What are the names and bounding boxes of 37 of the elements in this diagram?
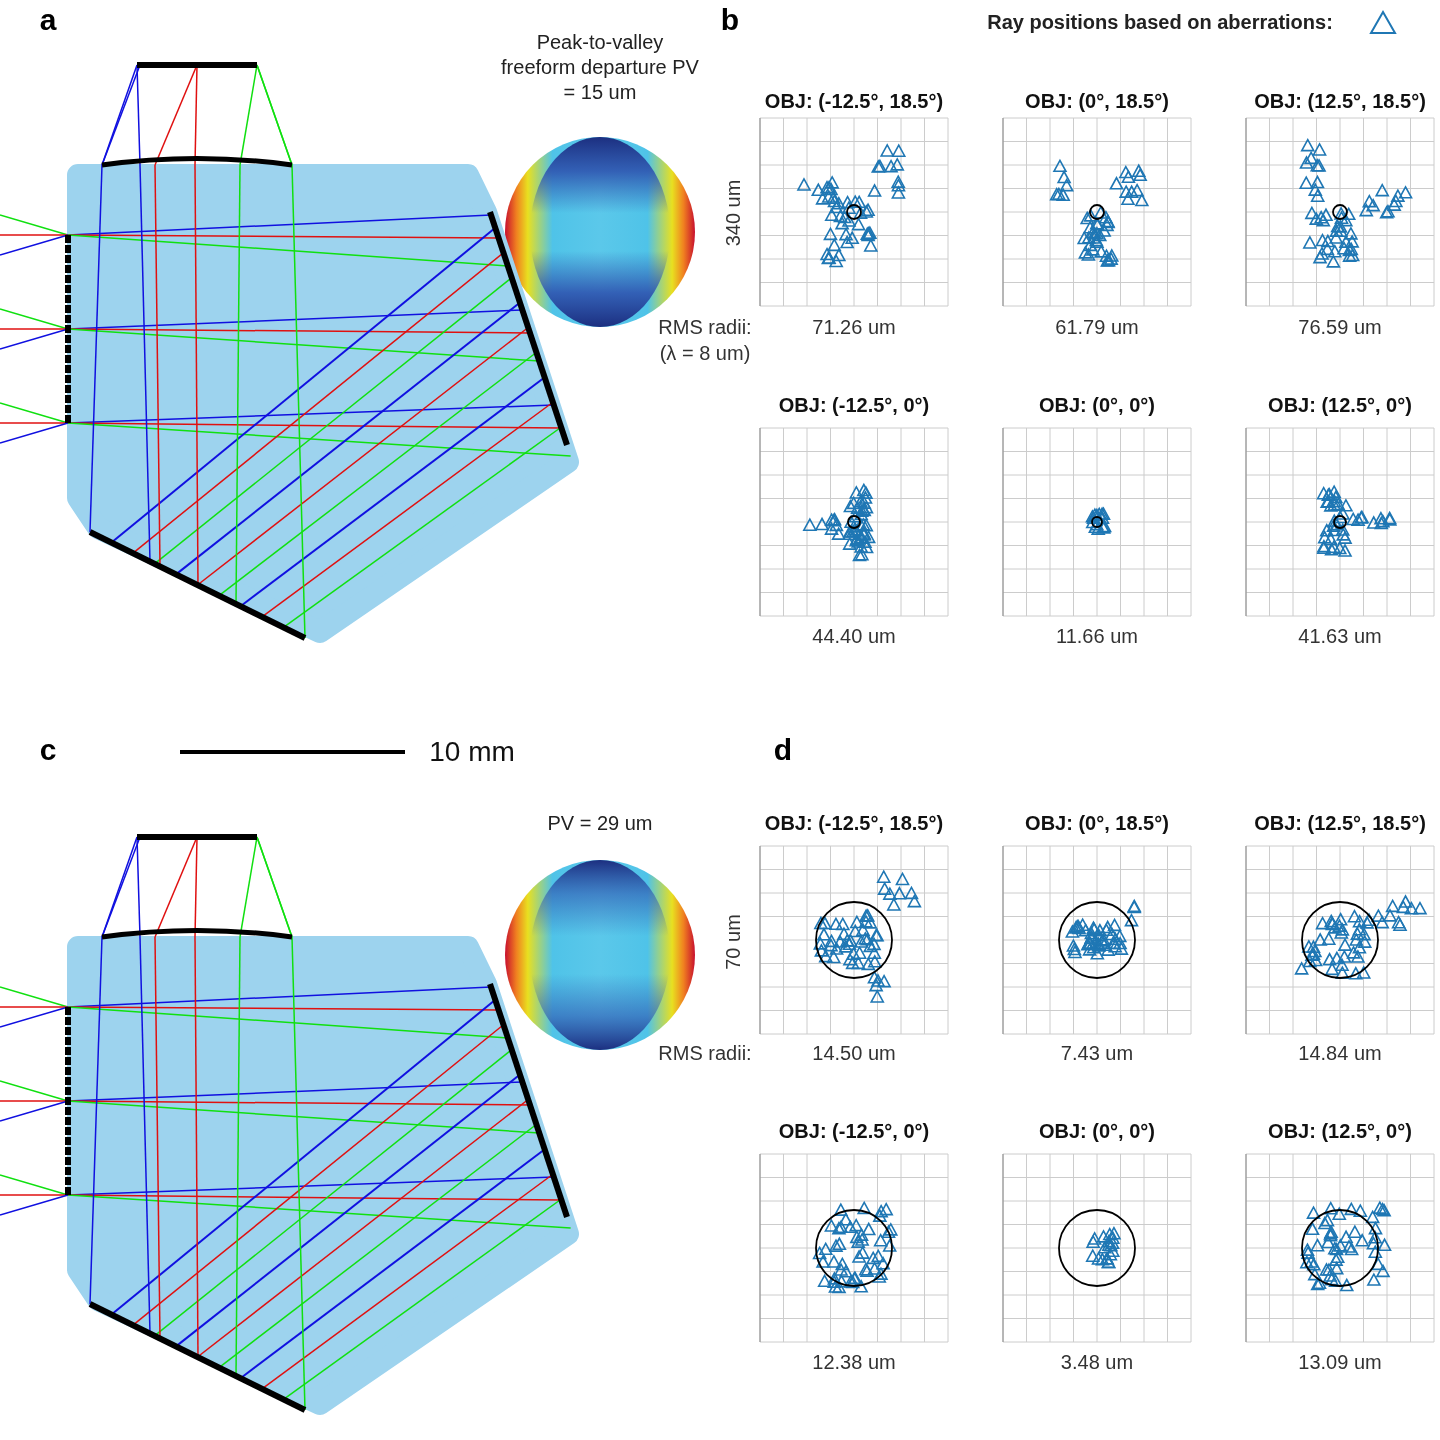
map-title: PV = 29 um xyxy=(546,811,654,836)
row-label: RMS radii: xyxy=(658,1041,752,1065)
axis-label: 340 um xyxy=(721,179,745,247)
plot-title: OBJ: (-12.5°, 0°) xyxy=(778,1119,930,1143)
axis-label: 70 um xyxy=(721,914,745,970)
plot-title: OBJ: (12.5°, 0°) xyxy=(1268,1119,1412,1143)
rms-value: 11.66 um xyxy=(1056,624,1138,648)
plot-title: OBJ: (12.5°, 18.5°) xyxy=(1254,89,1426,113)
rms-value: 76.59 um xyxy=(1298,315,1382,339)
rms-value: 14.50 um xyxy=(812,1041,896,1065)
plot-title: OBJ: (0°, 18.5°) xyxy=(1025,89,1169,113)
panel-label: a xyxy=(39,3,57,37)
plot-title: OBJ: (-12.5°, 18.5°) xyxy=(764,811,944,835)
plot-title: OBJ: (0°, 18.5°) xyxy=(1025,811,1169,835)
rms-value: 12.38 um xyxy=(812,1350,896,1374)
rms-value: 3.48 um xyxy=(1060,1350,1134,1374)
panel-label: b xyxy=(720,3,740,37)
rms-value: 7.43 um xyxy=(1060,1041,1134,1065)
map-title: Peak-to-valley freeform departure PV = 15 um xyxy=(500,30,700,105)
rms-value: 61.79 um xyxy=(1055,315,1139,339)
plot-title: OBJ: (12.5°, 18.5°) xyxy=(1254,811,1426,835)
rms-value: 71.26 um xyxy=(812,315,896,339)
row-label: RMS radii: xyxy=(658,315,752,339)
plot-title: OBJ: (-12.5°, 18.5°) xyxy=(764,89,944,113)
legend-text: Ray positions based on aberrations: xyxy=(987,10,1333,34)
scale-label: 10 mm xyxy=(429,736,515,768)
plot-title: OBJ: (0°, 0°) xyxy=(1039,393,1155,417)
panel-label: d xyxy=(773,733,793,767)
panel-label: c xyxy=(39,733,57,767)
rms-value: 44.40 um xyxy=(812,624,896,648)
rms-value: 13.09 um xyxy=(1298,1350,1382,1374)
rms-value: 41.63 um xyxy=(1298,624,1382,648)
plot-title: OBJ: (0°, 0°) xyxy=(1039,1119,1155,1143)
rms-value: 14.84 um xyxy=(1298,1041,1382,1065)
plot-title: OBJ: (-12.5°, 0°) xyxy=(778,393,930,417)
row-label: (λ = 8 um) xyxy=(659,341,751,365)
plot-title: OBJ: (12.5°, 0°) xyxy=(1268,393,1412,417)
